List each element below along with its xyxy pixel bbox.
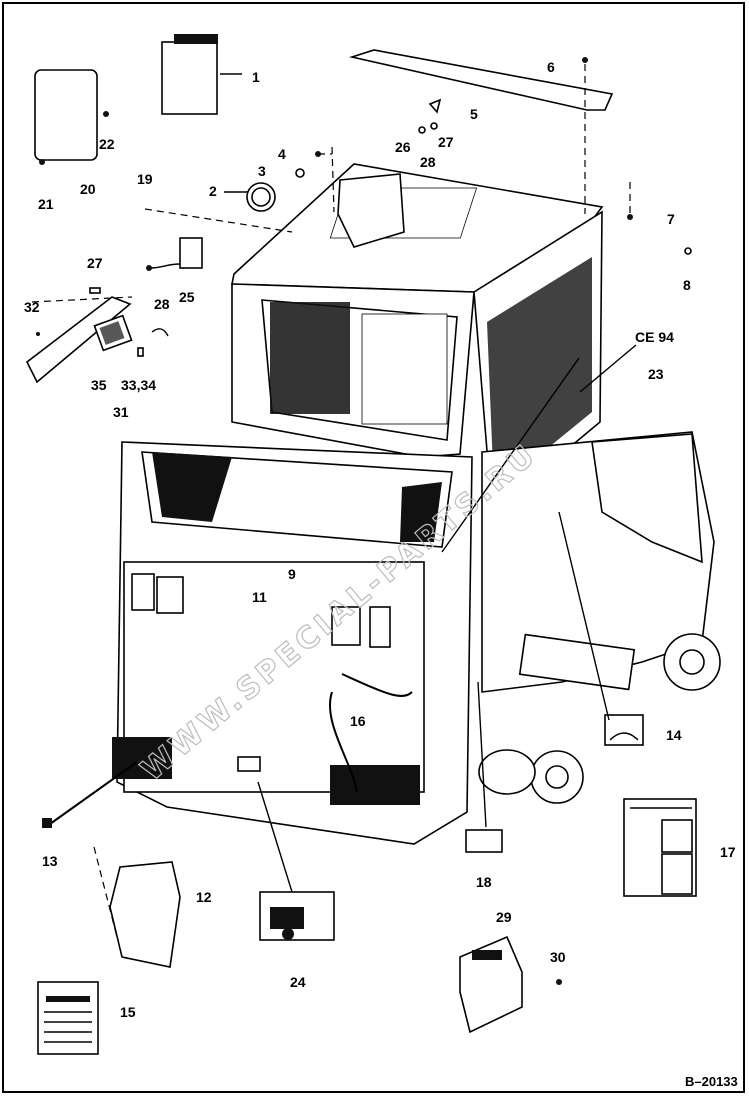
callout-2: 2 <box>209 183 217 199</box>
callout-23: 23 <box>648 366 664 382</box>
part-31-bracket-assembly <box>25 287 169 384</box>
callout-13: 13 <box>42 853 58 869</box>
callout-5: 5 <box>470 106 478 122</box>
callout-16: 16 <box>350 713 366 729</box>
callout-24: 24 <box>290 974 306 990</box>
callout-9: 9 <box>288 566 296 582</box>
part-29-battery-box <box>459 935 523 1034</box>
part-17-instruction-decal <box>623 798 697 897</box>
callout-15: 15 <box>120 1004 136 1020</box>
callout-28-top: 28 <box>420 154 436 170</box>
callout-29: 29 <box>496 909 512 925</box>
part-20-cover-pad <box>34 69 109 165</box>
callout-11: 11 <box>252 589 267 605</box>
part-13-bolt <box>42 761 138 828</box>
callout-6: 6 <box>547 59 555 75</box>
callout-21: 21 <box>38 196 54 212</box>
callout-31: 31 <box>113 404 129 420</box>
part-15-warning-decal <box>37 981 99 1055</box>
part-12-step-shield <box>93 846 181 968</box>
callout-22: 22 <box>99 136 115 152</box>
callout-25: 25 <box>179 289 195 305</box>
callout-35: 35 <box>91 377 107 393</box>
part-2-grommet <box>224 182 276 212</box>
callout-1: 1 <box>252 69 260 85</box>
callout-14: 14 <box>666 727 682 743</box>
callout-19: 19 <box>137 171 153 187</box>
callout-33-34: 33,34 <box>121 377 156 393</box>
callout-30: 30 <box>550 949 566 965</box>
callout-labels: 1 2 3 4 5 6 7 8 9 11 12 13 14 15 16 17 1… <box>24 59 736 1020</box>
drawing-code: B–20133 <box>685 1074 738 1089</box>
exploded-parts-diagram: 1 2 3 4 5 6 7 8 9 11 12 13 14 15 16 17 1… <box>24 34 738 1089</box>
callout-32: 32 <box>24 299 40 315</box>
callout-20: 20 <box>80 181 96 197</box>
part-14-manual-book <box>604 714 644 746</box>
part-25-light-bracket <box>146 237 203 271</box>
part-24-machine-decal <box>259 891 335 941</box>
part-18-decal <box>465 829 503 853</box>
part-5-roof-strip <box>348 49 614 214</box>
callout-4: 4 <box>278 146 286 162</box>
callout-26: 26 <box>395 139 411 155</box>
callout-28-left: 28 <box>154 296 170 312</box>
callout-3: 3 <box>258 163 266 179</box>
callout-27-left: 27 <box>87 255 103 271</box>
callout-ce94: CE 94 <box>635 329 674 345</box>
part-1-manual-holder <box>161 34 242 115</box>
callout-17: 17 <box>720 844 736 860</box>
operator-cab <box>112 163 721 845</box>
callout-7: 7 <box>667 211 675 227</box>
callout-12: 12 <box>196 889 212 905</box>
callout-8: 8 <box>683 277 691 293</box>
callout-27-top: 27 <box>438 134 454 150</box>
callout-18: 18 <box>476 874 492 890</box>
